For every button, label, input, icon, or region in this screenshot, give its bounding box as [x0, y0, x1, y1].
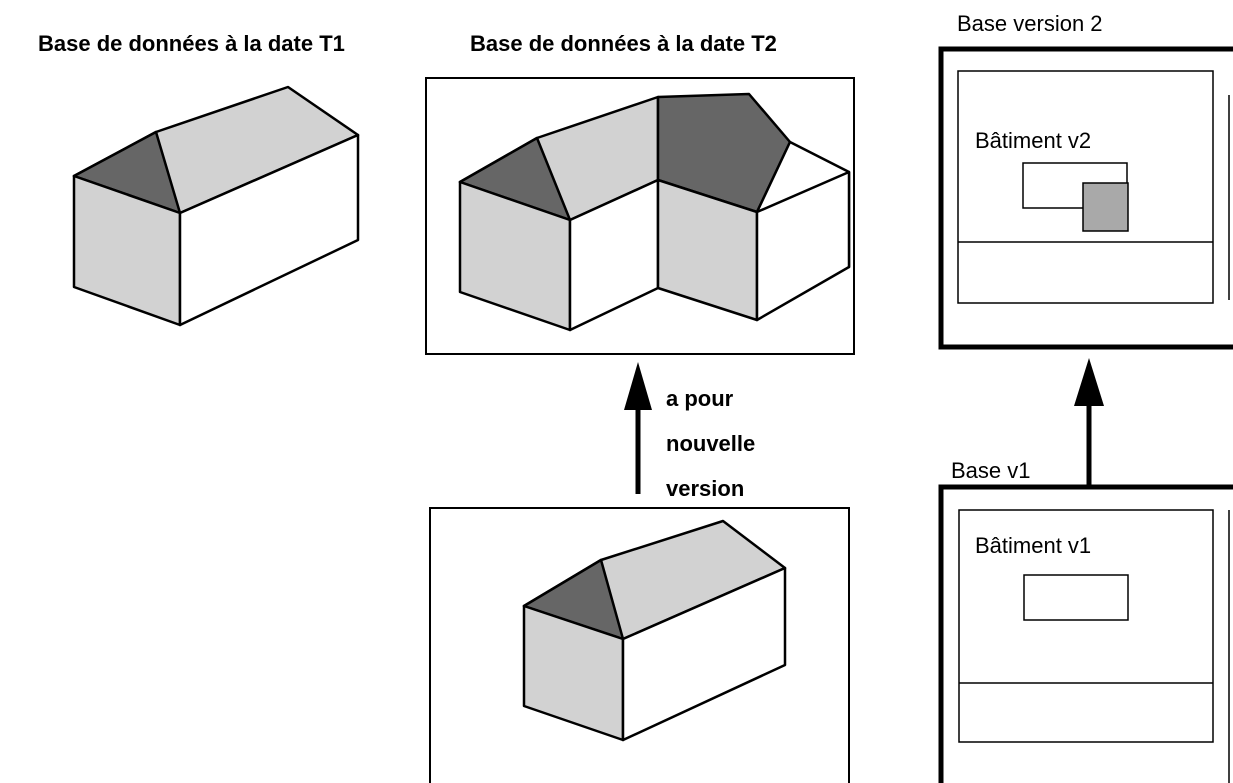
title-t1: Base de données à la date T1	[38, 31, 345, 56]
house-t1-copy	[522, 519, 787, 742]
house-t1-side	[178, 133, 360, 327]
base-version2-inner	[957, 70, 1214, 304]
building-v2-extension	[1082, 182, 1129, 232]
arrow-base-version	[1074, 358, 1104, 487]
house-t1	[72, 85, 360, 327]
building-v1-rect	[1023, 574, 1129, 621]
base-v1-frame	[938, 484, 1233, 783]
box-t1	[429, 507, 850, 783]
base-v1-label: Base v1	[951, 458, 1031, 483]
title-t2: Base de données à la date T2	[470, 31, 777, 56]
relation-label-line1: a pour	[666, 386, 734, 411]
relation-label-line2: nouvelle	[666, 431, 756, 456]
building-v1-label: Bâtiment v1	[975, 533, 1092, 558]
house-t1-copy-side	[621, 566, 787, 742]
relation-label-line3: version	[666, 476, 745, 501]
base-version2-label: Base version 2	[957, 11, 1103, 36]
house-t2	[458, 92, 851, 332]
base-v1-inner	[958, 509, 1214, 743]
arrow-new-version	[624, 362, 652, 494]
house-t2-side-right	[755, 170, 851, 322]
building-v2-label: Bâtiment v2	[975, 128, 1092, 153]
base-version2-frame	[938, 46, 1233, 350]
